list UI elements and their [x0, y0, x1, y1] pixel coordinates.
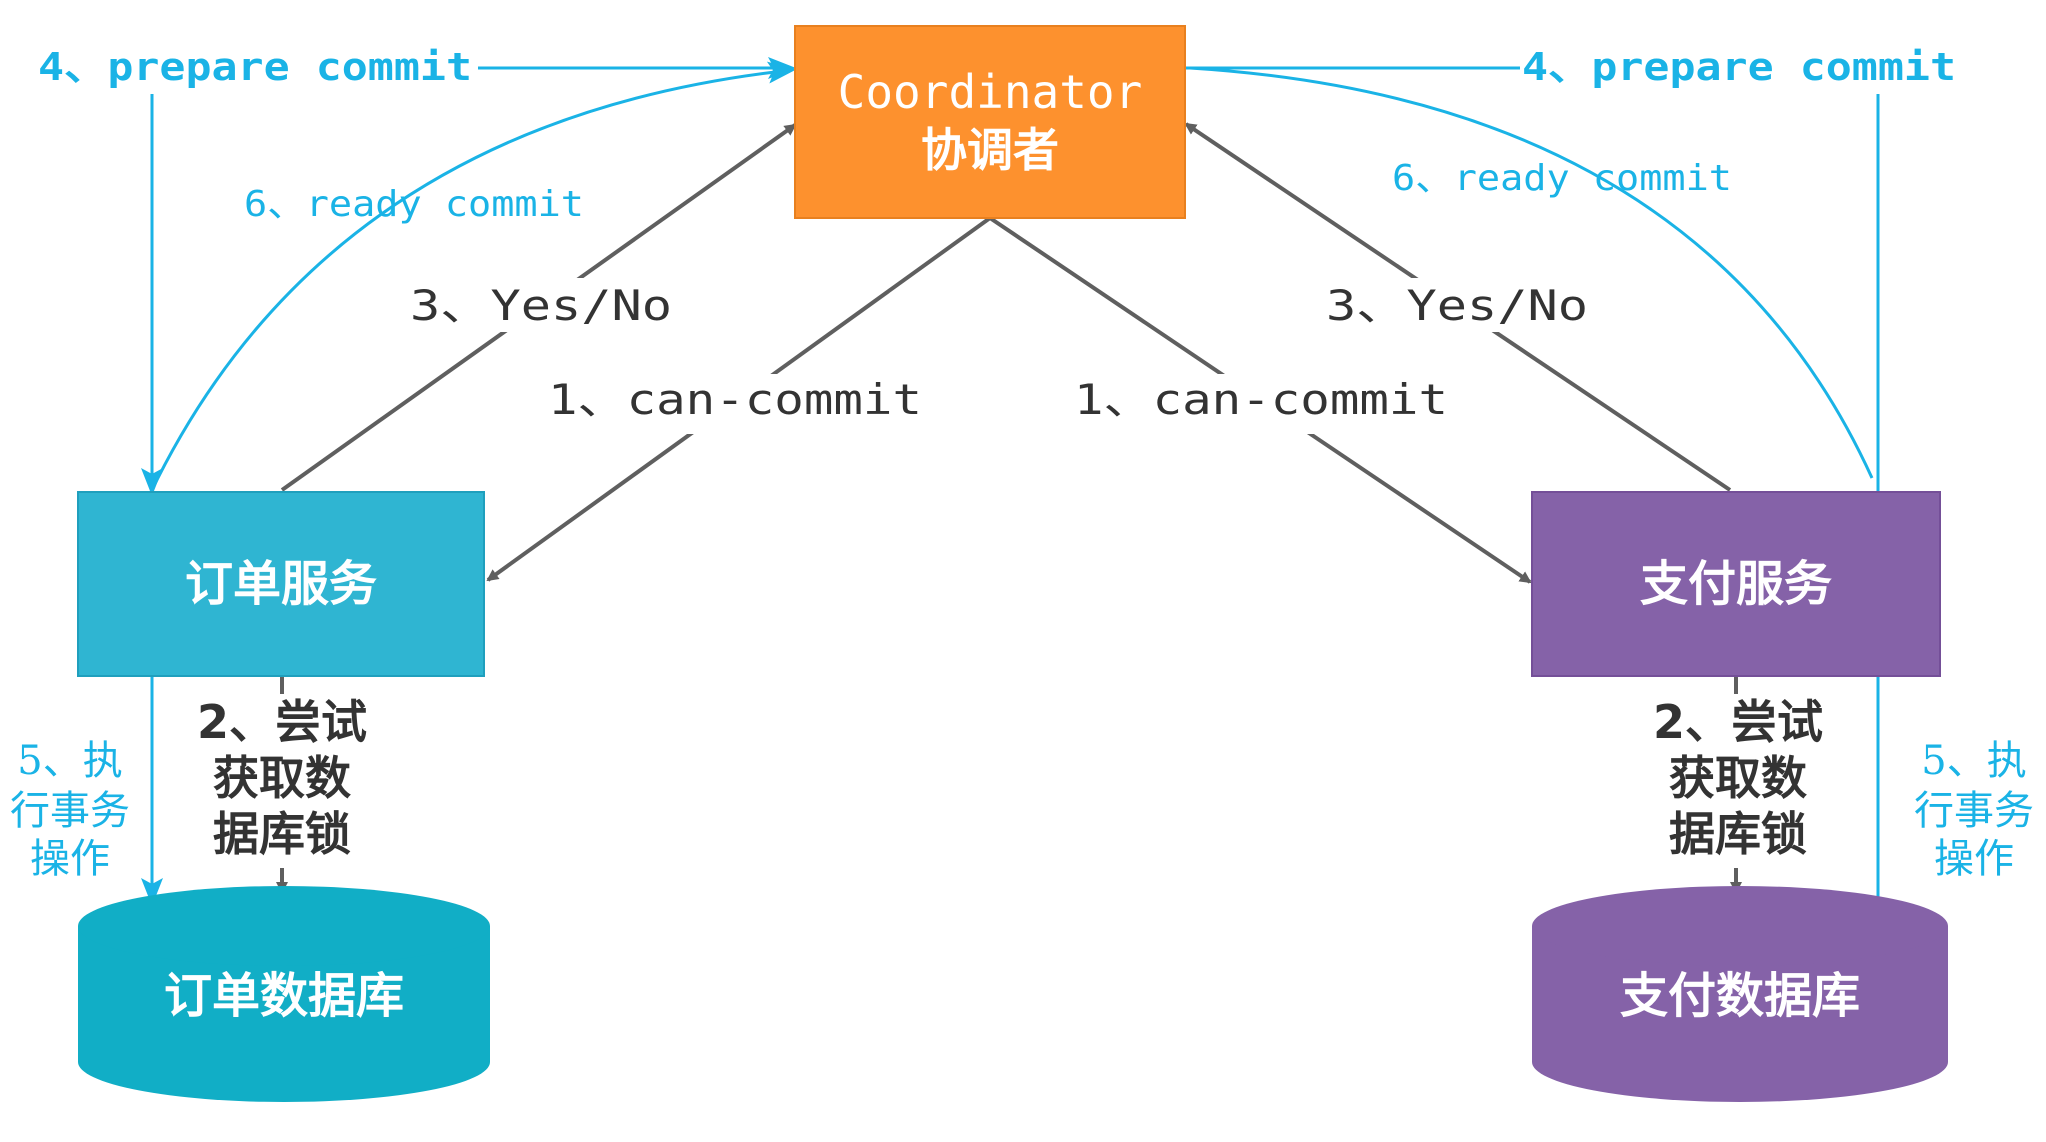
can-commit-label-left: 1、can-commit: [548, 375, 922, 424]
try-lock-label-right: 2、尝试 获取数 据库锁: [1653, 695, 1823, 861]
payment-service-node: 支付服务: [1531, 491, 1941, 677]
execute-right-line-1: 5、执: [1921, 738, 2026, 784]
try-lock-left-line-1: 2、尝试: [197, 695, 367, 749]
order-service-label: 订单服务: [185, 556, 377, 612]
ready-commit-curve-right: [1189, 66, 1874, 479]
try-lock-left-line-3: 据库锁: [213, 807, 351, 861]
try-lock-right-line-1: 2、尝试: [1653, 695, 1823, 749]
vote-label-left: 3、Yes/No: [410, 281, 672, 330]
prepare-commit-label-right: 4、prepare commit: [1522, 45, 1956, 89]
order-database-label: 订单数据库: [164, 968, 404, 1024]
execute-left-line-3: 操作: [30, 836, 110, 882]
coordinator-subtitle: 协调者: [921, 123, 1059, 177]
coordinator-title: Coordinator: [838, 65, 1143, 119]
execute-label-right: 5、执 行事务 操作: [1914, 738, 2034, 882]
try-lock-label-left: 2、尝试 获取数 据库锁: [197, 695, 367, 861]
order-service-node: 订单服务: [77, 491, 485, 677]
execute-left-line-2: 行事务: [10, 788, 130, 834]
execute-label-left: 5、执 行事务 操作: [10, 738, 130, 882]
payment-service-label: 支付服务: [1640, 556, 1832, 612]
execute-right-line-2: 行事务: [1914, 788, 2034, 834]
try-lock-right-line-3: 据库锁: [1669, 807, 1807, 861]
ready-commit-arrow-left: [148, 61, 796, 495]
prepare-commit-label-left: 4、prepare commit: [38, 45, 472, 89]
coordinator-node: Coordinator 协调者: [794, 25, 1186, 219]
execute-right-line-3: 操作: [1934, 836, 2014, 882]
can-commit-label-right: 1、can-commit: [1074, 375, 1448, 424]
order-database-node: 订单数据库: [78, 886, 490, 1102]
execute-left-line-1: 5、执: [17, 738, 122, 784]
payment-database-label: 支付数据库: [1620, 968, 1860, 1024]
ready-commit-label-right: 6、ready commit: [1392, 158, 1732, 199]
try-lock-left-line-2: 获取数: [213, 751, 351, 805]
try-lock-right-line-2: 获取数: [1669, 751, 1807, 805]
vote-label-right: 3、Yes/No: [1326, 281, 1588, 330]
payment-database-node: 支付数据库: [1532, 886, 1948, 1102]
ready-commit-label-left: 6、ready commit: [244, 184, 584, 225]
